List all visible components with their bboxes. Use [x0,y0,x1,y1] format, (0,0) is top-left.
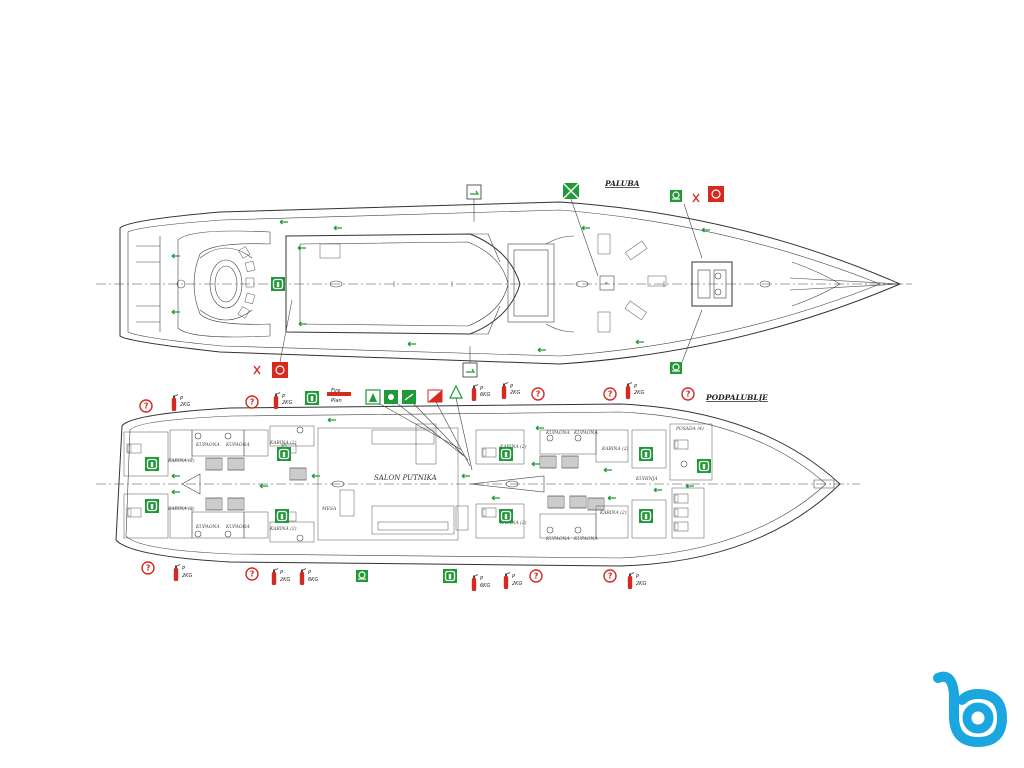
fire-extinguisher-icon [173,564,181,582]
valve-icon [253,365,261,375]
extinguisher-label: 2KG [510,390,520,396]
extinguisher-label: 2KG [512,581,522,587]
question-icon [141,561,155,575]
extinguisher-label: P [512,574,515,580]
life-raft-sign-icon [462,362,478,378]
salon-label: SALON PUTNIKA [374,474,437,482]
emergency-exit-sign-icon [144,498,160,514]
warning-sign-icon [449,384,463,399]
extinguisher-label: 2KG [282,400,292,406]
lower-deck-title: PODPALUBLJE [705,393,768,402]
emergency-exit-sign-icon [498,446,514,462]
kitchen-label: KUHINJA [635,476,658,482]
bath-label: KUPAONA [573,430,598,436]
question-icon [603,387,617,401]
question-icon [139,399,153,413]
extinguisher-label: 2KG [634,390,644,396]
fire-extinguisher-icon [627,572,635,590]
fire-alarm-points [139,387,695,583]
emergency-exit-sign-icon [270,276,286,292]
emergency-exit-sign-icon [442,568,458,584]
fire-extinguisher-icon [273,392,281,410]
fire-extinguisher-icon [299,568,307,586]
svg-text:✕: ✕ [604,282,608,287]
bath-label: KUPAONA [573,536,598,542]
cabin-label: KABINA (2) [167,505,195,512]
cockpit-chairs [237,246,256,319]
fire-extinguisher-icon [471,574,479,592]
fire-extinguisher-icon [503,572,511,590]
question-icon [531,387,545,401]
lifeboat-sign-icon [669,189,683,203]
fire-hose-sign-icon [272,362,288,378]
fire-extinguisher-icon [171,394,179,412]
valve-icon [692,193,700,203]
cabin-label: KABINA (2) [269,439,297,446]
extinguisher-label: 6KG [480,583,490,589]
question-icon [603,569,617,583]
extinguisher-label: 6KG [480,392,490,398]
extinguisher-label: P [308,570,311,576]
question-icon [245,395,259,409]
assembly-person-sign-icon [355,569,369,583]
cabin-label: KABINA (2) [167,457,195,464]
emergency-exit-sign-icon [638,446,654,462]
lower-deck: PODPALUBLJE [96,382,860,592]
question-icon [245,567,259,581]
emergency-exit-sign-icon [498,508,514,524]
legend-signs: Fire Plan [327,384,473,471]
crew-cabin-label: POSADA (4) [675,425,704,432]
question-icon [529,569,543,583]
bath-label: KUPAONA [225,524,250,530]
fire-extinguisher-icon [471,384,479,402]
extinguisher-label: 2KG [636,581,646,587]
extinguisher-label: 2KG [180,402,190,408]
cabin-label: KABINA (2) [269,525,297,532]
extinguisher-label: P [180,396,183,402]
cabin-label: KABINA (2) [599,509,627,516]
extinguisher-label: P [634,384,637,390]
extinguisher-label: P [182,566,185,572]
mess-label: MESA [321,506,337,512]
bath-label: KUPAONA [225,442,250,448]
fire-plan-label: Fire [331,388,340,394]
question-icon [681,387,695,401]
emergency-exit-sign-icon [274,508,290,524]
upper-deck-signs [253,182,724,378]
cabin-label: KABINA (2) [499,443,527,450]
extinguisher-label: P [510,384,513,390]
emergency-exit-sign-icon [144,456,160,472]
extinguisher-label: P [480,576,483,582]
extinguisher-label: P [636,574,639,580]
upper-deck-title: PALUBA [604,179,640,188]
fire-extinguisher-icon [625,382,633,400]
emergency-exit-sign-icon [304,390,320,406]
extinguisher-label: P [282,394,285,400]
bath-label: KUPAONA [545,536,570,542]
foredeck-sunbeds [597,233,667,333]
extinguisher-label: 2KG [280,577,290,583]
extinguisher-label: 2KG [182,573,192,579]
lifeboat-sign-icon [669,361,683,375]
upper-deck: PALUBA [96,179,912,378]
extinguisher-label: 6KG [308,577,318,583]
emergency-exit-sign-icon [696,458,712,474]
emergency-exit-sign-icon [276,446,292,462]
bath-label: KUPAONA [545,430,570,436]
fire-plan-label: Plan [331,398,342,404]
fire-hose-sign-icon [708,186,724,202]
fire-extinguisher-icon [501,382,509,400]
fire-extinguisher-icon [271,568,279,586]
bath-label: KUPAONA [195,524,220,530]
cabin-label: KABINA (2) [601,445,629,452]
b-logo-icon [933,671,1008,748]
extinguisher-label: P [280,570,283,576]
life-raft-sign-icon [466,184,482,200]
emergency-exit-sign-icon [638,508,654,524]
fire-extinguishers: P 2KG P 2KG P 6KG P 2KG P 2KG P 2KG P 2K… [171,382,646,592]
bath-label: KUPAONA [195,442,220,448]
extinguisher-label: P [480,386,483,392]
